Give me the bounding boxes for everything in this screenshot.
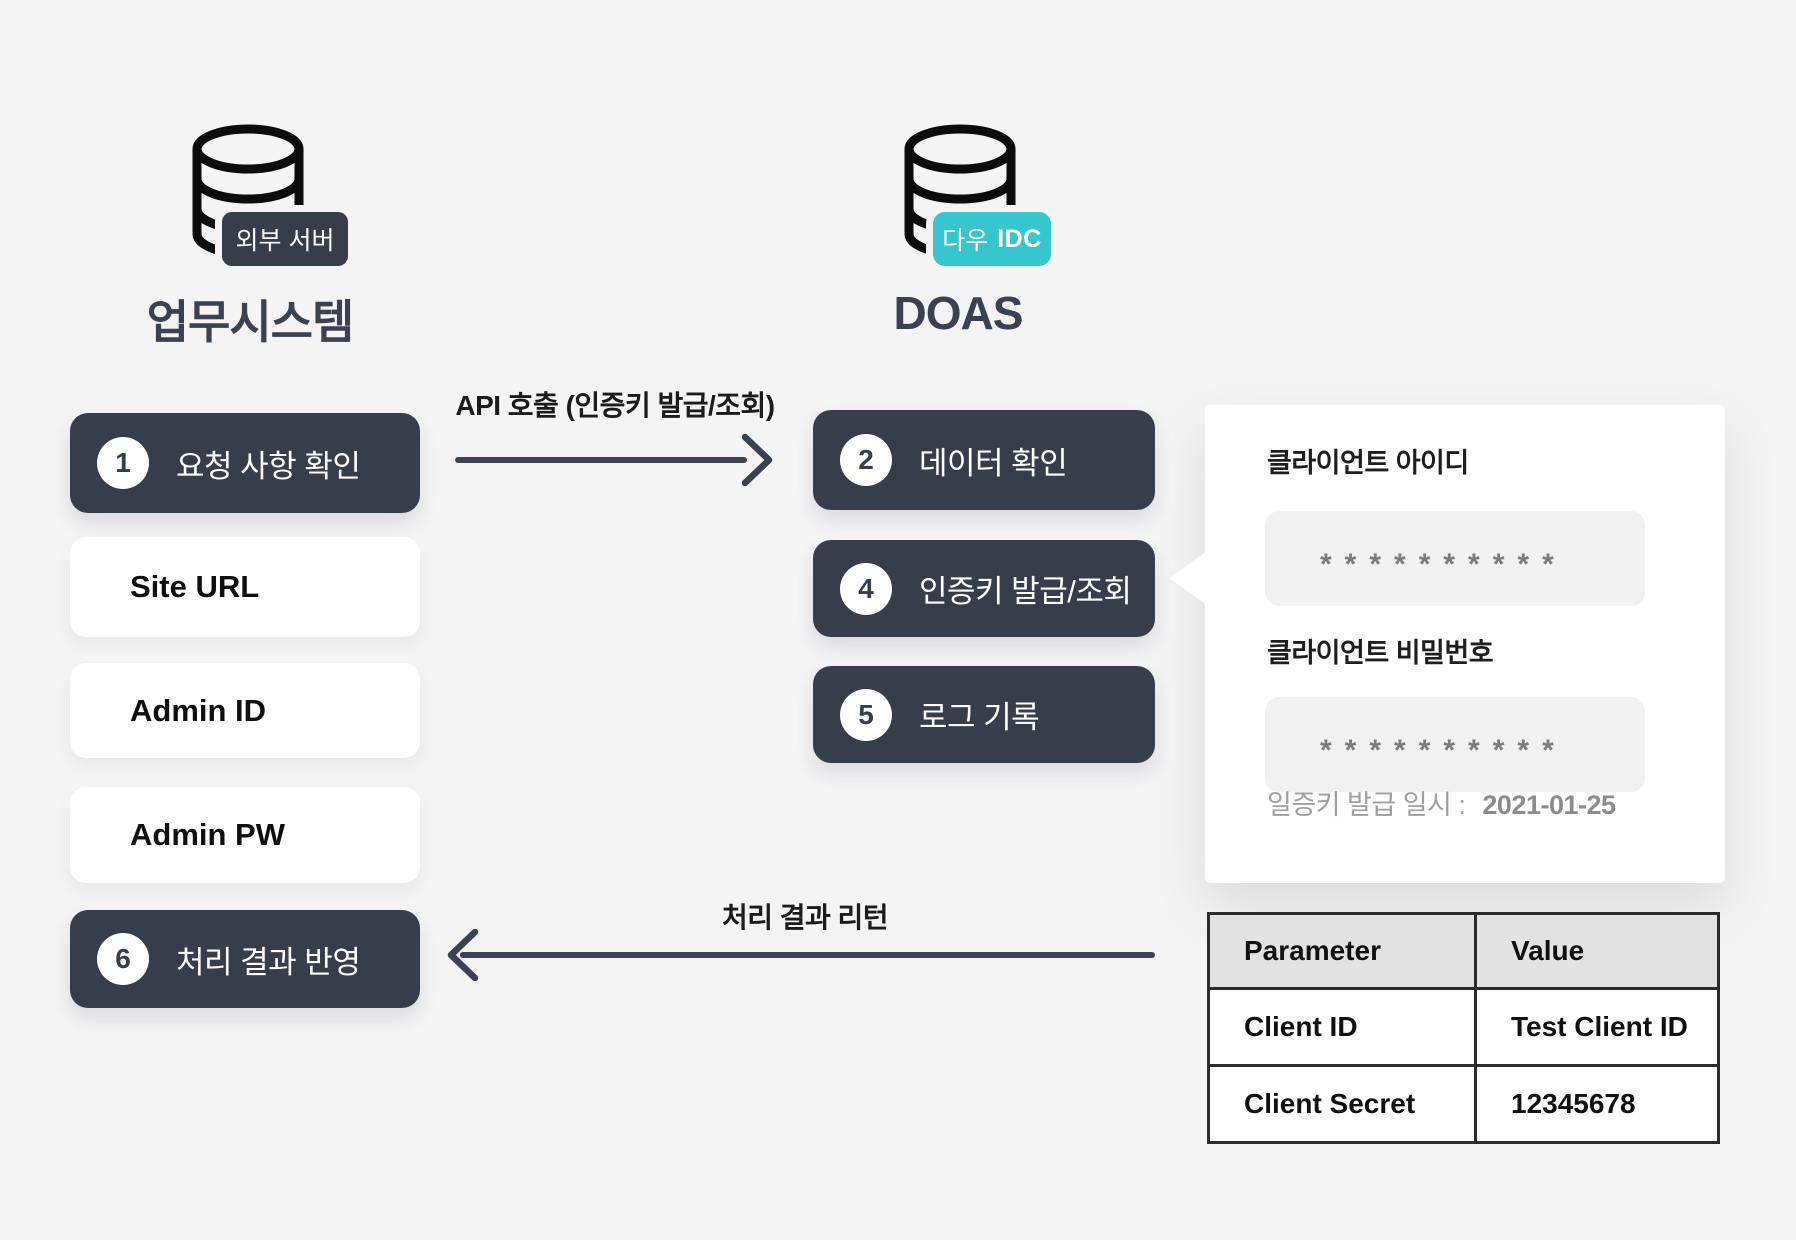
external-server-badge-label: 외부 서버 <box>235 227 335 255</box>
table-cell: Client Secret <box>1207 1064 1477 1144</box>
item-label: Admin PW <box>130 817 285 852</box>
client-secret-label: 클라이언트 비밀번호 <box>1267 638 1494 668</box>
step-number-badge: 6 <box>97 933 149 985</box>
dauw-idc-badge: 다우 IDC <box>933 212 1051 266</box>
table-cell: Test Client ID <box>1474 987 1720 1067</box>
table-header-cell: Value <box>1474 912 1720 990</box>
step-4-issue-authkey: 4 인증키 발급/조회 <box>813 540 1155 637</box>
step-5-log-record: 5 로그 기록 <box>813 666 1155 763</box>
client-id-label: 클라이언트 아이디 <box>1267 448 1469 478</box>
table-cell: 12345678 <box>1474 1064 1720 1144</box>
table-header-row: Parameter Value <box>1207 912 1720 990</box>
result-return-arrow-line <box>460 952 1155 958</box>
step-label: 로그 기록 <box>919 700 1040 735</box>
item-site-url: Site URL <box>70 537 420 637</box>
dauw-idc-badge-prefix: 다우 <box>942 227 989 255</box>
item-admin-pw: Admin PW <box>70 787 420 883</box>
external-server-badge: 외부 서버 <box>222 212 348 266</box>
item-label: Site URL <box>130 569 260 604</box>
step-label: 요청 사항 확인 <box>176 448 361 484</box>
panel-pointer-left <box>1169 551 1207 605</box>
doas-system-title: DOAS <box>893 287 1024 339</box>
step-1-check-request: 1 요청 사항 확인 <box>70 413 420 513</box>
api-call-arrow-line <box>455 457 747 463</box>
parameter-table: Parameter Value Client ID Test Client ID… <box>1207 912 1720 1144</box>
step-label: 데이터 확인 <box>919 445 1068 481</box>
step-number-badge: 4 <box>840 562 892 615</box>
client-secret-masked-value: ********** <box>1320 733 1567 767</box>
step-6-apply-result: 6 처리 결과 반영 <box>70 910 420 1008</box>
arrow-left-icon <box>447 929 478 981</box>
arrow-right-icon <box>742 434 773 486</box>
item-admin-id: Admin ID <box>70 663 420 758</box>
item-label: Admin ID <box>130 692 267 728</box>
dauw-idc-badge-suffix: IDC <box>997 224 1042 253</box>
client-id-field[interactable]: ********** <box>1265 511 1645 606</box>
external-system-title: 업무시스템 <box>146 296 355 348</box>
issue-date-label: 일증키 발급 일시 : <box>1267 790 1466 820</box>
step-number-badge: 1 <box>97 437 149 489</box>
step-label: 처리 결과 반영 <box>176 944 361 980</box>
table-header-cell: Parameter <box>1207 912 1477 990</box>
client-id-masked-value: ********** <box>1320 547 1567 581</box>
step-number-badge: 5 <box>840 688 892 741</box>
result-return-arrow-label: 처리 결과 리턴 <box>721 902 889 933</box>
step-number-badge: 2 <box>840 434 892 486</box>
issue-date-value: 2021-01-25 <box>1482 790 1616 820</box>
table-cell: Client ID <box>1207 987 1477 1067</box>
table-row: Client ID Test Client ID <box>1207 987 1720 1067</box>
issue-date-row: 일증키 발급 일시 : 2021-01-25 <box>1267 783 1616 822</box>
api-call-arrow-label: API 호출 (인증키 발급/조회) <box>455 390 775 421</box>
auth-key-panel: 클라이언트 아이디 ********** 클라이언트 비밀번호 ********… <box>1169 405 1725 883</box>
step-label: 인증키 발급/조회 <box>919 574 1132 609</box>
client-secret-field[interactable]: ********** <box>1265 697 1645 792</box>
step-2-check-data: 2 데이터 확인 <box>813 410 1155 510</box>
table-row: Client Secret 12345678 <box>1207 1064 1720 1144</box>
